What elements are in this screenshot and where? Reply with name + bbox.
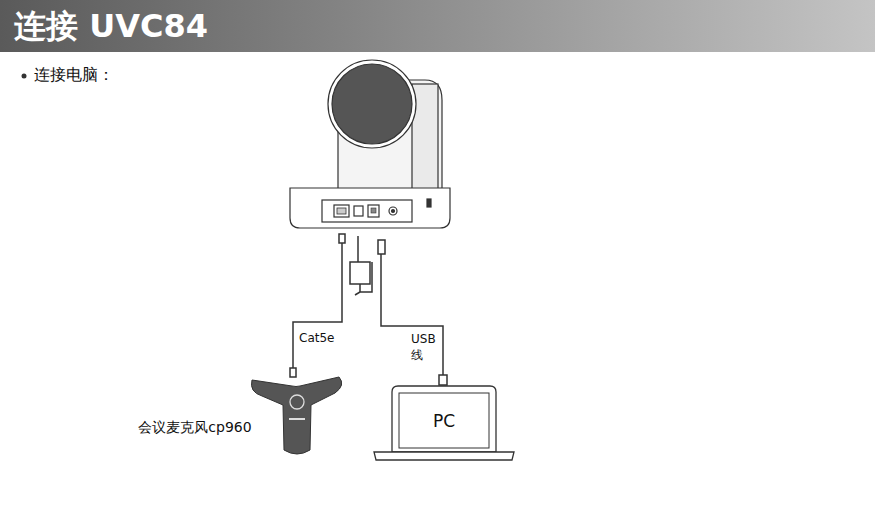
header-band (0, 0, 875, 52)
bullet (22, 74, 27, 79)
node-text: PC (433, 411, 455, 431)
bullet-text: 连接电脑： (34, 65, 114, 86)
cable-label: Cat5e (298, 331, 335, 345)
pc-screen: PC (399, 393, 489, 448)
camera (290, 60, 450, 228)
node-text: 会议麦克风cp960 (138, 419, 251, 437)
laptop (374, 386, 514, 460)
cables (290, 234, 447, 385)
microphone-cp960 (251, 377, 341, 454)
cable-label: USB 线 (411, 331, 437, 363)
microphone-label: 会议麦克风cp960 (136, 418, 254, 438)
title: 连接 UVC84 (14, 6, 208, 46)
